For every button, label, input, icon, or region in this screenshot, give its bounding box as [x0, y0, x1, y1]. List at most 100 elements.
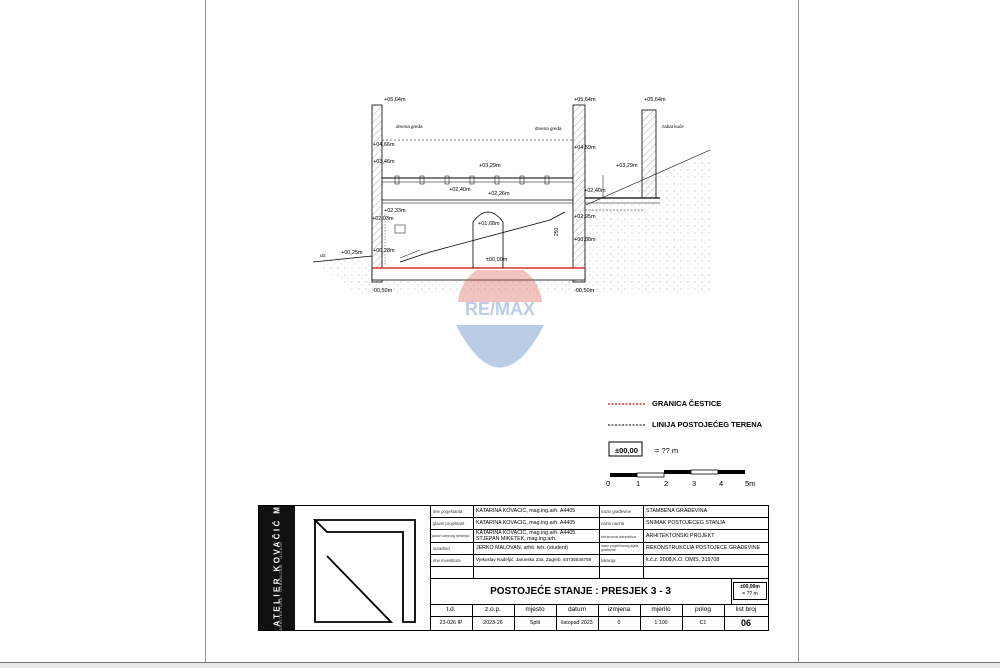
wall-right [572, 104, 586, 283]
key-investor: ime investitora [433, 558, 461, 563]
sheet-bottom-edge [0, 662, 1000, 668]
logo-mark-icon [312, 519, 416, 623]
level-04-59: +04,59m [574, 145, 596, 151]
arch-opening [472, 211, 504, 268]
value-concept-author-1: KATARINA KOVAČIĆ, mag.ing.arh. A4405 [476, 530, 576, 536]
value-project-part: REKONSTRUKCIJA POSTOJEĆE GRAĐEVINE [646, 545, 761, 551]
level-05-64-right: +05,64m [644, 97, 666, 103]
meta-value-revision: 0 [617, 620, 621, 626]
meta-value-zop: 2023-26 [483, 620, 503, 626]
level-note-2: = ?? m [742, 591, 758, 597]
col-divider [724, 604, 725, 630]
level-02-03: +02,03m [372, 216, 394, 222]
col-divider [599, 506, 600, 578]
level-00-28: +00,28m [373, 248, 395, 254]
drawing-sheet [205, 0, 799, 663]
soil-right [586, 150, 710, 295]
label-beam-right: drvena greda [535, 126, 562, 131]
meta-value-scale: 1:100 [654, 620, 668, 626]
scale-ticks: 0 1 2 3 4 5m [606, 479, 766, 489]
row-divider [430, 578, 768, 579]
key-location: lokacija [601, 558, 616, 563]
label-road: ulz [320, 253, 327, 258]
col-divider [598, 604, 599, 630]
studio-logo: ATELIER KOVAČIĆ MIKETEK ARHITEKTURA · UR… [259, 461, 431, 631]
col-divider [473, 506, 474, 578]
col-divider [556, 604, 557, 630]
meta-value-date: listopad 2023 [561, 620, 593, 626]
level-03-29-mid: +03,29m [479, 163, 501, 169]
value-investor: Vjekoslav Radeljić, Jarunska 23a, Zagreb… [476, 557, 592, 562]
meta-header-attachment: prilog [695, 606, 711, 613]
level-05-64-mid: +05,64m [574, 97, 596, 103]
key-lead-designer: glavni projektant [433, 521, 465, 526]
meta-header-date: datum [567, 606, 587, 613]
level-02-95: +02,95m [574, 214, 596, 220]
scale-bar-segment-5 [718, 470, 745, 474]
meta-header-scale: mjerilo [651, 606, 671, 613]
col-divider [640, 604, 641, 630]
label-dim-250: 250 [554, 227, 560, 236]
meta-value-td: 23-026 IP [439, 620, 463, 626]
level-04-66: +04,66m [373, 142, 395, 148]
meta-header-revision: izmjena [607, 606, 631, 613]
level-minus-00-50-left: -00,50m [372, 288, 393, 294]
level-02-40-right: +02,40m [584, 188, 606, 194]
col-divider [472, 604, 473, 630]
label-beam-left: drvena greda [396, 124, 423, 129]
level-00-88: +00,88m [574, 237, 596, 243]
col-divider [514, 604, 515, 630]
col-divider [682, 604, 683, 630]
title-block: ATELIER KOVAČIĆ MIKETEK ARHITEKTURA · UR… [258, 461, 769, 631]
value-discipline: ARHITEKTONSKI PROJEKT [646, 533, 715, 539]
scale-bar-segment-2 [636, 472, 665, 478]
soil-bottom [355, 278, 600, 295]
level-01-68: +01,68m [478, 221, 500, 227]
level-02-26: +02,26m [488, 191, 510, 197]
level-02-40-mid: +02,40m [449, 187, 471, 193]
value-collaborators: JERKO MALOVAN, arhit. teh. (student) [476, 545, 569, 551]
value-lead-designer: KATARINA KOVAČIĆ, mag.ing.arh. A4405 [476, 520, 576, 526]
key-discipline: strukovna odrednica [601, 534, 637, 539]
scale-tick-1: 1 [636, 479, 641, 488]
meta-header-place: mjesto [525, 606, 545, 613]
key-project-part: naziv projektiranog dijela građevine [601, 544, 639, 552]
scale-tick-3: 3 [692, 479, 697, 488]
level-00-00: ±00,00m [486, 257, 508, 263]
remax-watermark: RE/MAX [455, 270, 545, 368]
col-divider [731, 578, 732, 604]
balloon-bottom [456, 325, 544, 368]
legend-level-value: = ?? m [655, 446, 679, 455]
scale-tick-0: 0 [606, 479, 611, 488]
value-designer: KATARINA KOVAČIĆ, mag.ing.arh. A4405 [476, 508, 576, 514]
key-drawing-name: naziv nacrta [601, 521, 625, 526]
level-note-box: ±00,00m = ?? m [733, 582, 767, 600]
watermark-brand: RE/MAX [465, 299, 535, 319]
balloon-top [458, 270, 542, 305]
row-divider [430, 604, 768, 605]
level-minus-00-50-right: -00,50m [574, 288, 595, 294]
value-building-name: STAMBENA GRAĐEVINA [646, 508, 708, 514]
logo-strip: ATELIER KOVAČIĆ MIKETEK ARHITEKTURA · UR… [259, 461, 295, 631]
value-concept-author-2: STJEPAN MIKETEK, mag.ing.arh. [476, 536, 557, 542]
key-building-name: naziv građevine [601, 509, 632, 514]
legend-terrain-line: LINIJA POSTOJEĆEG TERENA [652, 420, 763, 429]
scale-bar-segment-4 [690, 469, 719, 475]
scale-tick-5: 5m [745, 479, 756, 488]
label-neighbor: zabat kuće [662, 124, 684, 129]
level-02-33: +02,33m [384, 208, 406, 214]
meta-header-td: t.d. [446, 606, 456, 613]
scale-bar-segment-3 [664, 470, 691, 474]
value-location: k.č.z. 2008,K.O. OMIŠ, 319708 [646, 557, 720, 563]
level-03-46: +03,46m [373, 159, 395, 165]
value-drawing-name: SNIMAK POSTOJEĆEG STANJA [646, 520, 726, 526]
meta-value-place: Split [529, 620, 541, 626]
level-note-1: ±00,00m [740, 584, 760, 590]
row-divider [430, 616, 768, 617]
level-05-64-left: +05,64m [384, 97, 406, 103]
scale-tick-4: 4 [719, 479, 724, 488]
key-designer: ime projektanta [433, 509, 463, 514]
meta-value-attachment: C1 [699, 620, 707, 626]
section-drawing: +05,64m +05,64m +05,64m +04,66m +04,59m … [312, 97, 711, 295]
scale-bar-segment-1 [610, 473, 637, 477]
